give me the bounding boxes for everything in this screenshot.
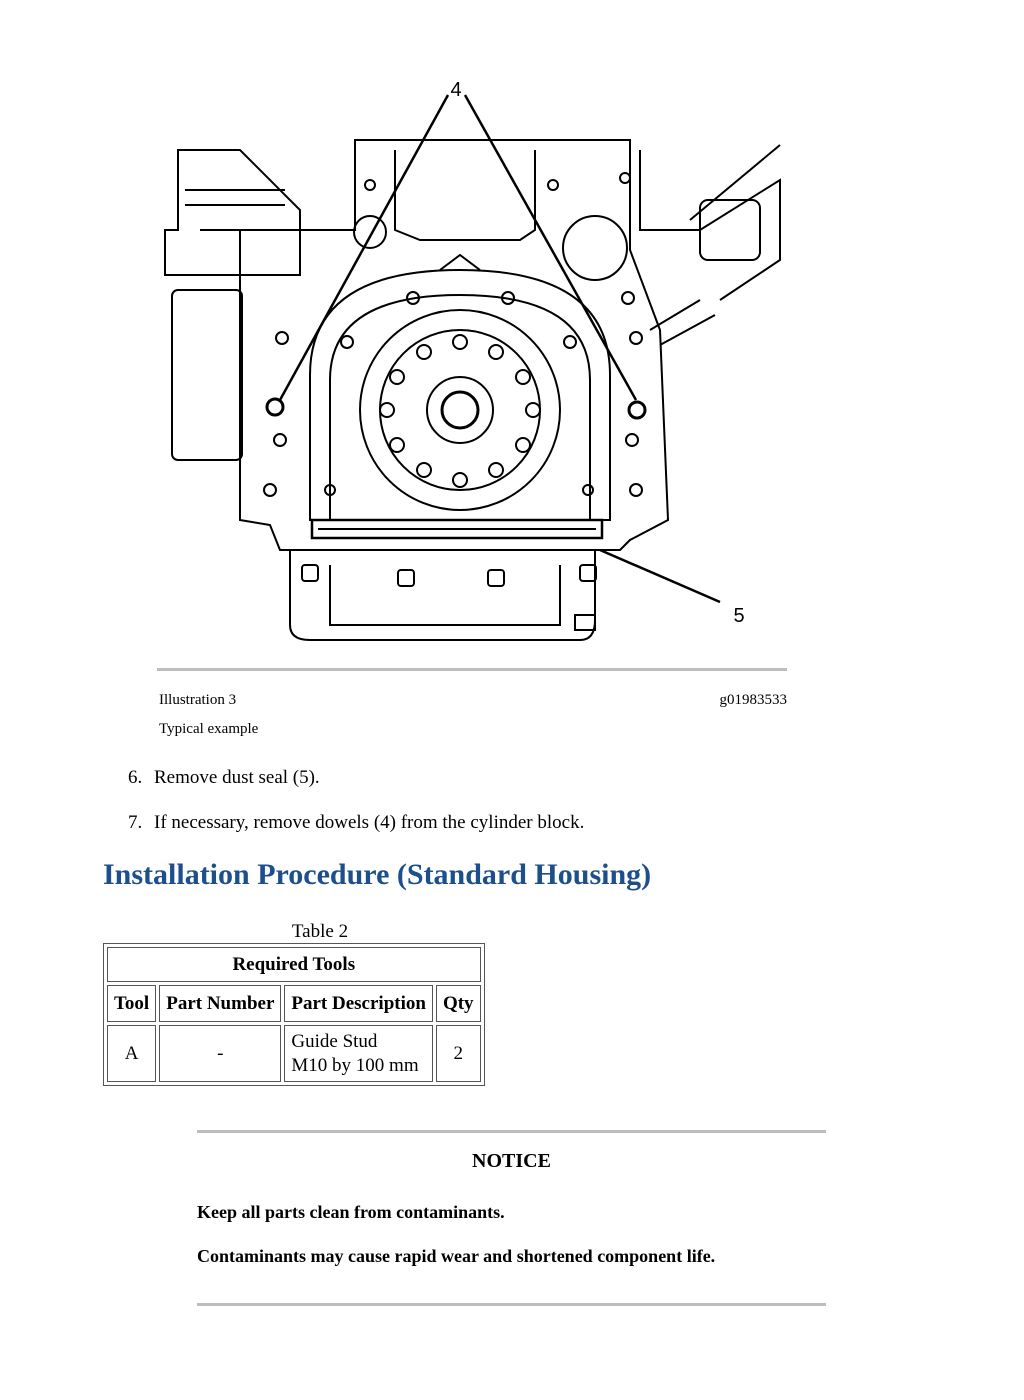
notice-top-rule bbox=[197, 1130, 826, 1133]
table-row: A - Guide Stud M10 by 100 mm 2 bbox=[107, 1025, 481, 1082]
cell-part-number: - bbox=[159, 1025, 282, 1082]
description-line: M10 by 100 mm bbox=[291, 1054, 419, 1076]
step-number: 6. bbox=[128, 767, 143, 788]
callout-5: 5 bbox=[733, 605, 744, 627]
section-heading: Installation Procedure (Standard Housing… bbox=[103, 858, 652, 891]
cell-qty: 2 bbox=[435, 1025, 481, 1082]
notice-text: Contaminants may cause rapid wear and sh… bbox=[197, 1246, 716, 1266]
column-header-qty: Qty bbox=[435, 985, 481, 1022]
step-item: 6. Remove dust seal (5). bbox=[128, 767, 320, 789]
column-header-part-number: Part Number bbox=[159, 985, 282, 1022]
step-item: 7. If necessary, remove dowels (4) from t… bbox=[128, 812, 584, 834]
required-tools-table: Required Tools Tool Part Number Part Des… bbox=[103, 943, 485, 1086]
step-text: If necessary, remove dowels (4) from the… bbox=[154, 812, 585, 833]
illustration-id: g01983533 bbox=[719, 692, 788, 708]
description-line: Guide Stud bbox=[291, 1030, 378, 1052]
notice-bottom-rule bbox=[197, 1303, 826, 1306]
step-text: Remove dust seal (5). bbox=[154, 767, 320, 788]
illustration-label: Illustration 3 bbox=[159, 692, 237, 708]
notice-text: Keep all parts clean from contaminants. bbox=[197, 1202, 505, 1222]
illustration-subcaption: Typical example bbox=[159, 721, 259, 737]
callout-4: 4 bbox=[450, 79, 461, 101]
engine-rear-illustration: 4 5 bbox=[164, 79, 781, 641]
column-header-tool: Tool bbox=[107, 985, 157, 1022]
illustration-rule bbox=[157, 668, 787, 671]
table-caption: Table 2 bbox=[291, 921, 349, 942]
table-title: Required Tools bbox=[107, 947, 481, 982]
cell-tool: A bbox=[107, 1025, 157, 1082]
notice-title: NOTICE bbox=[472, 1150, 551, 1172]
column-header-part-description: Part Description bbox=[284, 985, 433, 1022]
cell-part-description: Guide Stud M10 by 100 mm bbox=[284, 1025, 433, 1082]
step-number: 7. bbox=[128, 812, 143, 833]
